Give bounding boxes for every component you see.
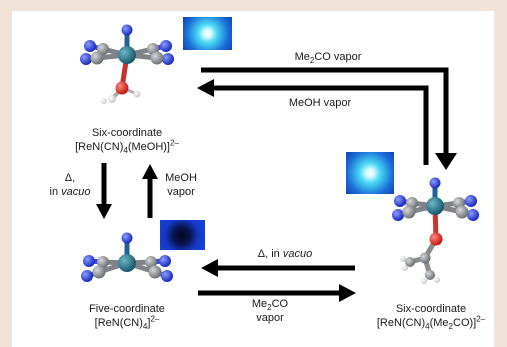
label-five-coordinate: Five-coordinate [ReN(CN)4]2– xyxy=(89,303,165,332)
label-delta-in-vacuo-bottom: Δ, in vacuo xyxy=(257,248,313,260)
molecule-me2co-complex xyxy=(392,177,479,284)
label-meoh-vapor-left: MeOH vapor xyxy=(165,172,197,198)
arrow-me2co-vapor-top xyxy=(201,67,457,170)
luminescence-photo-five-coordinate xyxy=(160,220,205,250)
arrow-delta-down xyxy=(96,163,112,219)
arrow-delta-left xyxy=(201,259,355,277)
molecule-five-coordinate xyxy=(81,232,173,282)
label-me2co-vapor-top: Me2CO vapor xyxy=(294,51,362,66)
arrow-meoh-up xyxy=(142,164,158,218)
label-me2co-complex: Six-coordinate [ReN(CN)4(Me2CO)]2– xyxy=(376,303,486,332)
arrow-meoh-vapor-top xyxy=(197,79,429,165)
molecule-meoh-complex xyxy=(80,24,174,104)
arrow-me2co-right xyxy=(198,284,356,302)
label-delta-in-vacuo-left: Δ, in vacuo xyxy=(49,172,91,198)
luminescence-photo-me2co xyxy=(346,152,394,194)
label-meoh-complex: Six-coordinate [ReN(CN)4(MeOH)]2– xyxy=(75,127,179,156)
label-meoh-vapor-top: MeOH vapor xyxy=(288,97,352,109)
luminescence-photo-meoh xyxy=(183,17,232,50)
label-me2co-vapor-bottom: Me2CO vapor xyxy=(251,298,289,324)
